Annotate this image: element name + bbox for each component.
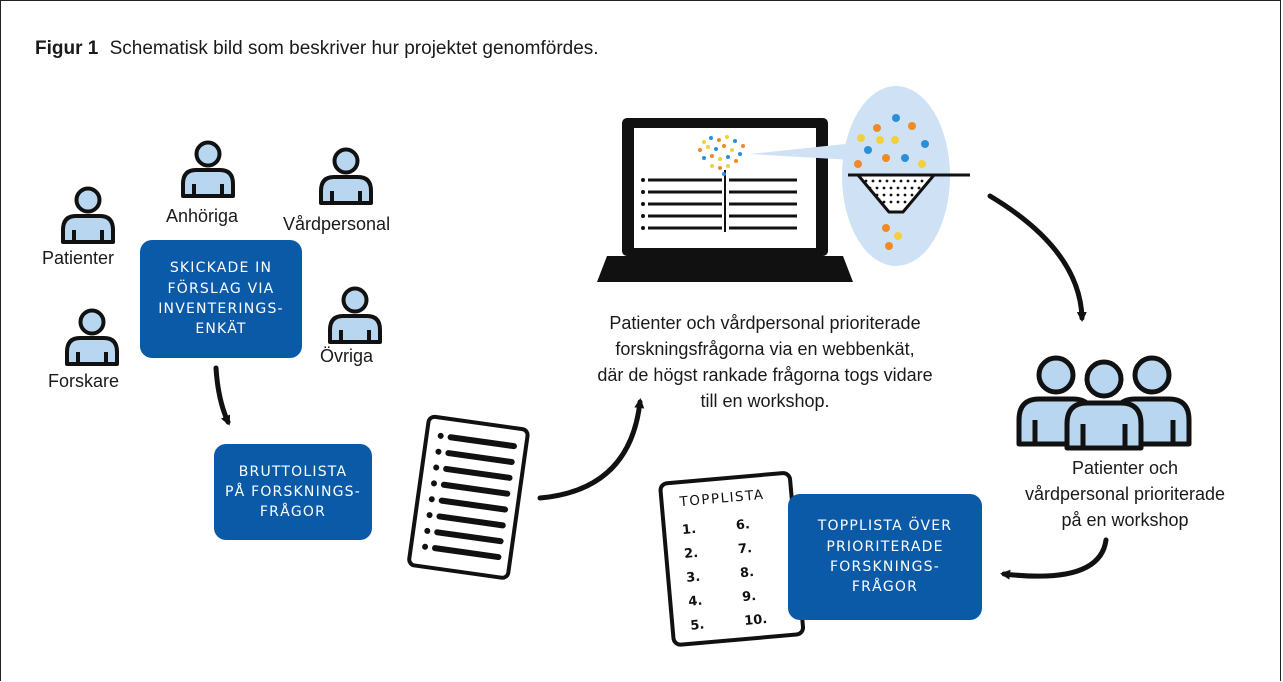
label-patienter: Patienter	[42, 248, 115, 268]
toplist-item: 8.	[739, 565, 754, 581]
person-icon-forskare	[65, 308, 119, 366]
toplist-item: 6.	[735, 517, 750, 533]
box-topplista: TOPPLISTA ÖVER PRIORITERADE FORSKNINGS- …	[788, 494, 982, 620]
person-icon-ovriga	[328, 286, 382, 344]
toplist-item: 3.	[686, 570, 701, 586]
box-bruttolista: BRUTTOLISTA PÅ FORSKNINGS- FRÅGOR	[214, 444, 372, 540]
caption-label: Figur 1	[35, 38, 99, 59]
arrow-to-bruttolista	[213, 365, 231, 426]
toplist-item: 2.	[684, 546, 699, 562]
label-anhoriga: Anhöriga	[166, 206, 239, 226]
toplist-item: 4.	[688, 594, 703, 610]
laptop-icon	[597, 118, 853, 282]
arrow-to-webbenkat	[537, 398, 645, 501]
toplist-title: TOPPLISTA	[678, 487, 765, 510]
workshop-description: Patienter och vårdpersonal prioriterade …	[1024, 458, 1226, 531]
label-forskare: Forskare	[48, 371, 120, 391]
label-ovriga: Övriga	[320, 346, 374, 366]
figure-caption: Figur 1 Schematisk bild som beskriver hu…	[35, 38, 599, 60]
toplist-item: 9.	[742, 589, 757, 605]
filter-funnel-icon	[750, 86, 970, 266]
toplist-card: TOPPLISTA 1. 2. 3. 4. 5. 6. 7. 8. 9. 10.	[658, 471, 806, 647]
person-icon-patienter	[61, 186, 115, 244]
label-vardpersonal: Vårdpersonal	[283, 214, 391, 234]
person-icon-vardpersonal	[319, 147, 373, 205]
dots-cloud-icon	[698, 135, 745, 176]
person-icon-anhoriga	[181, 140, 235, 198]
toplist-item: 10.	[744, 612, 768, 629]
toplist-item: 1.	[681, 522, 696, 538]
arrow-to-topplista	[1000, 537, 1109, 580]
toplist-item: 5.	[690, 618, 705, 634]
document-list-icon	[407, 414, 530, 580]
caption-text: Schematisk bild som beskriver hur projek…	[109, 38, 599, 59]
workshop-group-icon	[1019, 358, 1189, 448]
arrow-to-workshop	[987, 193, 1087, 322]
box-skickade-in: SKICKADE IN FÖRSLAG VIA INVENTERINGS- EN…	[140, 240, 302, 358]
webbenkat-description: Patienter och vårdpersonal prioriterade …	[597, 313, 933, 412]
toplist-item: 7.	[737, 541, 752, 557]
